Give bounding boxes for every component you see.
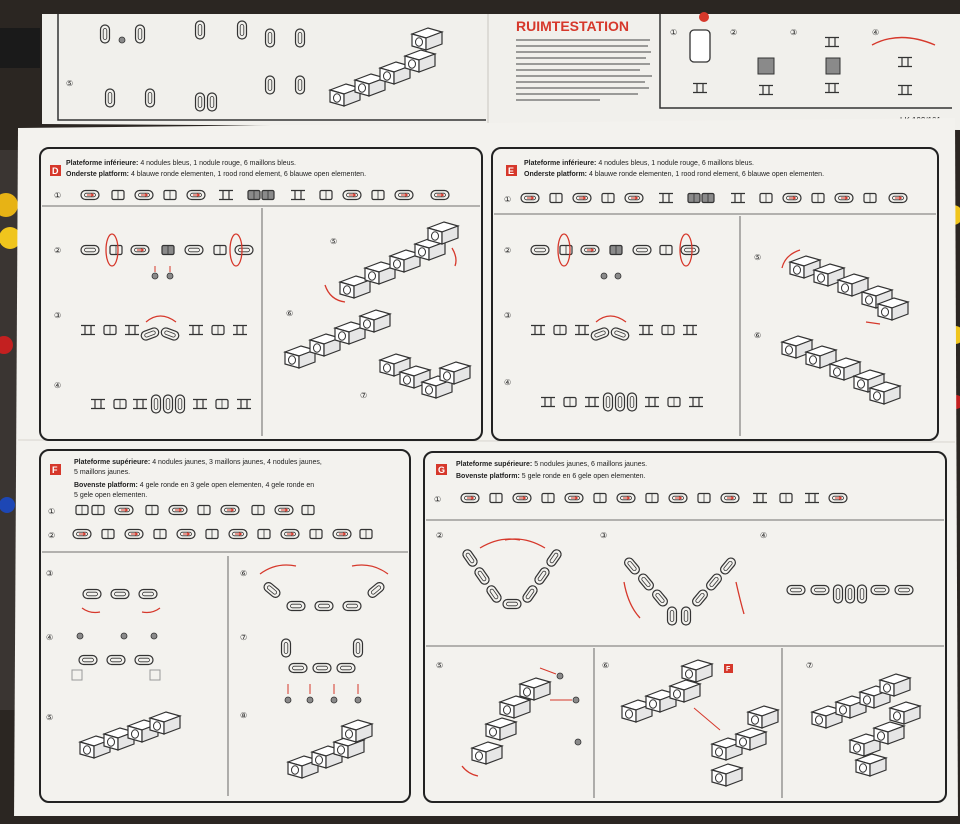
panel-F-step-3: ③ xyxy=(46,569,53,578)
panel-D-step-3: ③ xyxy=(54,311,61,320)
panel-E-nl-text: 4 blauwe ronde elementen, 1 rood rond el… xyxy=(589,171,824,178)
panel-D-assemblies xyxy=(284,221,471,399)
panel-D: D Plateforme inférieure: 4 nodules bleus… xyxy=(39,147,483,441)
panel-G: G Plateforme supérieure: 5 nodules jaune… xyxy=(423,451,947,803)
panel-F-step-7: ⑦ xyxy=(240,633,247,642)
panel-F-letter: F xyxy=(52,465,58,475)
svg-text:Plateforme supérieure: 4 nodul: Plateforme supérieure: 4 nodules jaunes,… xyxy=(74,459,322,466)
panel-G-nl-text: 5 gele ronde en 6 gele open elementen. xyxy=(522,473,646,480)
panel-F-step-2: ② xyxy=(48,531,55,540)
panel-D-step-1: ① xyxy=(54,191,61,200)
panel-D-fr-label: Plateforme inférieure: xyxy=(66,160,138,167)
svg-text:Plateforme inférieure: 4 nodul: Plateforme inférieure: 4 nodules bleus, … xyxy=(524,160,754,167)
panel-E-nl-label: Onderste platform: xyxy=(524,171,587,178)
panel-G-step-1: ① xyxy=(434,495,441,504)
panel-D-nl-text: 4 blauwe ronde elementen, 1 rood rond el… xyxy=(131,171,366,178)
panel-F-step-5: ⑤ xyxy=(46,713,53,722)
panel-E-row-3 xyxy=(530,315,698,342)
panel-D-nl-label: Onderste platform: xyxy=(66,171,129,178)
panel-F-nl-text-2: 5 gele open elementen. xyxy=(74,492,147,499)
panel-E-fr-text: 4 nodules bleus, 1 nodule rouge, 6 maill… xyxy=(598,160,754,167)
panel-G-fr-text: 5 nodules jaunes, 6 maillons jaunes. xyxy=(534,461,647,468)
top-body-lines xyxy=(516,39,652,101)
panel-E-step-4: ④ xyxy=(504,378,511,387)
panel-E: E Plateforme inférieure: 4 nodules bleus… xyxy=(491,147,939,441)
top-step-number: ⑤ xyxy=(66,79,73,88)
panel-G-nl-label: Bovenste platform: xyxy=(456,473,520,480)
panel-F-fr-label: Plateforme supérieure: xyxy=(74,459,150,466)
panel-G-assembly-5 xyxy=(461,667,582,777)
panel-D-letter: D xyxy=(52,166,59,176)
panel-E-letter: E xyxy=(508,166,514,176)
panel-F-nl-text-1: 4 gele ronde en 3 gele open elementen, 4… xyxy=(140,482,314,489)
svg-text:Plateforme inférieure: 4 nodul: Plateforme inférieure: 4 nodules bleus, … xyxy=(66,160,296,167)
svg-text:Onderste platform: 4 blauwe ro: Onderste platform: 4 blauwe ronde elemen… xyxy=(66,171,366,178)
panel-F-fr-text-1: 4 nodules jaunes, 3 maillons jaunes, 4 n… xyxy=(152,459,322,466)
panel-D-row-2 xyxy=(80,233,254,280)
top-step-3: ③ xyxy=(790,28,797,37)
panel-G-step-7: ⑦ xyxy=(806,661,813,670)
panel-E-step-5: ⑤ xyxy=(754,253,761,262)
panel-D-fr-text: 4 nodules bleus, 1 nodule rouge, 6 maill… xyxy=(140,160,296,167)
panel-E-step-1: ① xyxy=(504,195,511,204)
panel-F-step-1: ① xyxy=(48,507,55,516)
panel-G-row-3 xyxy=(622,555,745,626)
svg-text:Plateforme supérieure: 5 nodul: Plateforme supérieure: 5 nodules jaunes,… xyxy=(456,461,647,468)
panel-G-fr-label: Plateforme supérieure: xyxy=(456,461,532,468)
svg-text:Onderste platform: 4 blauwe ro: Onderste platform: 4 blauwe ronde elemen… xyxy=(524,171,824,178)
panel-D-step-6: ⑥ xyxy=(286,309,293,318)
panel-E-fr-label: Plateforme inférieure: xyxy=(524,160,596,167)
panel-F-row-7 xyxy=(280,638,364,704)
panel-G-step-5: ⑤ xyxy=(436,661,443,670)
panel-G-row-2 xyxy=(460,538,564,610)
panel-F-fr-text-2: 5 maillons jaunes. xyxy=(74,469,130,476)
panel-D-step-4: ④ xyxy=(54,381,61,390)
panel-F-nl-label: Bovenste platform: xyxy=(74,482,138,489)
top-step-1: ① xyxy=(670,28,677,37)
panel-D-step-5: ⑤ xyxy=(330,237,337,246)
panel-F-step-4: ④ xyxy=(46,633,53,642)
panel-F-step-8: ⑧ xyxy=(240,711,247,720)
panel-G-step-2: ② xyxy=(436,531,443,540)
panel-G-step-4: ④ xyxy=(760,531,767,540)
panel-F-step-6: ⑥ xyxy=(240,569,247,578)
panel-F-row-3 xyxy=(81,588,161,614)
panel-E-step-3: ③ xyxy=(504,311,511,320)
svg-text:Bovenste platform: 5 gele rond: Bovenste platform: 5 gele ronde en 6 gel… xyxy=(456,473,646,480)
panel-G-letter: G xyxy=(438,465,445,475)
panel-D-step-2: ② xyxy=(54,246,61,255)
panel-E-step-2: ② xyxy=(504,246,511,255)
panel-E-row-2 xyxy=(530,233,700,280)
panel-G-step-3: ③ xyxy=(600,531,607,540)
top-sheet-title: RUIMTESTATION xyxy=(516,18,629,34)
top-step-2: ② xyxy=(730,28,737,37)
panel-D-row-3 xyxy=(80,315,248,342)
panel-F-row-6 xyxy=(259,564,389,612)
panel-D-step-7: ⑦ xyxy=(360,391,367,400)
top-right-figures xyxy=(689,29,936,96)
panel-F-row-4 xyxy=(71,632,161,681)
svg-text:Bovenste platform: 4 gele rond: Bovenste platform: 4 gele ronde en 3 gel… xyxy=(74,482,314,489)
panel-G-assembly-6 xyxy=(621,659,779,787)
top-step-4: ④ xyxy=(872,28,879,37)
panel-E-step-6: ⑥ xyxy=(754,331,761,340)
panel-G-step-6: ⑥ xyxy=(602,661,609,670)
panel-F: F Plateforme supérieure: 4 nodules jaune… xyxy=(39,449,411,803)
panel-G-ref-letter: F xyxy=(726,666,731,673)
panel-E-assemblies xyxy=(781,249,909,405)
